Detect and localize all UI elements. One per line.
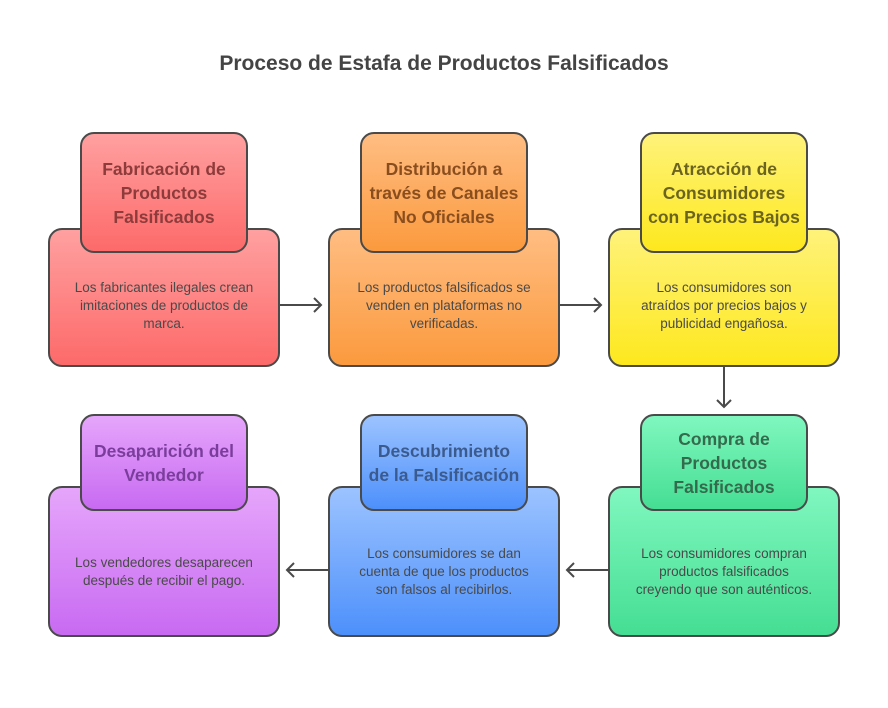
step-6-title: Desaparición del Vendedor [80,414,248,511]
arrow-step2-to-step3 [560,297,603,313]
arrow-step1-to-step2 [280,297,323,313]
step-1-title: Fabricación de Productos Falsificados [80,132,248,253]
arrow-step3-to-step4 [716,367,732,409]
step-4-description: Los consumidores compran productos falsi… [608,486,840,637]
step-3-title: Atracción de Consumidores con Precios Ba… [640,132,808,253]
diagram-title: Proceso de Estafa de Productos Falsifica… [219,52,669,75]
arrow-step4-to-step5 [565,562,608,578]
arrow-step5-to-step6 [285,562,328,578]
step-2-title: Distribución a través de Canales No Ofic… [360,132,528,253]
step-4-title: Compra de Productos Falsificados [640,414,808,511]
step-6-description: Los vendedores desaparecen después de re… [48,486,280,637]
step-5-title: Descubrimiento de la Falsificación [360,414,528,511]
